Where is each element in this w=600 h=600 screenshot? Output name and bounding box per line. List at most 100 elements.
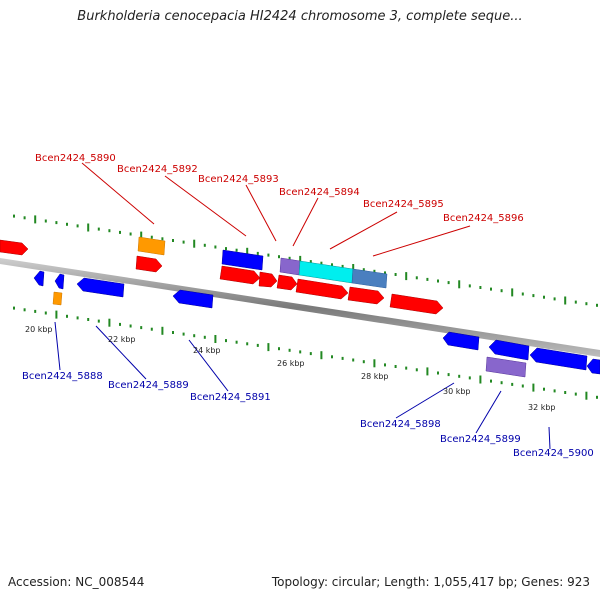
- minor-tick: [543, 387, 545, 391]
- minor-tick: [66, 314, 68, 318]
- minor-tick: [76, 224, 79, 228]
- major-tick: [458, 280, 461, 289]
- minor-tick: [341, 264, 344, 268]
- gene-orange[interactable]: [137, 236, 166, 256]
- minor-tick: [585, 302, 588, 306]
- gene-forward[interactable]: [389, 293, 444, 315]
- gene-reverse[interactable]: [488, 339, 530, 361]
- major-tick: [267, 343, 270, 352]
- minor-tick: [44, 311, 47, 315]
- gene-forward[interactable]: [347, 286, 385, 305]
- gene-reverse[interactable]: [442, 331, 480, 351]
- scale-label: 20 kbp: [25, 325, 53, 334]
- minor-tick: [172, 239, 174, 242]
- gene-forward[interactable]: [0, 239, 29, 256]
- minor-tick: [256, 343, 259, 347]
- minor-tick: [129, 324, 132, 328]
- gene-purple[interactable]: [485, 356, 527, 378]
- gene-reverse[interactable]: [221, 249, 264, 271]
- minor-tick: [362, 360, 365, 364]
- gene-forward[interactable]: [219, 265, 261, 285]
- major-tick: [87, 223, 90, 232]
- minor-tick: [288, 348, 291, 352]
- gene-reverse[interactable]: [33, 270, 45, 287]
- minor-tick: [182, 240, 185, 244]
- major-tick: [34, 215, 37, 224]
- gene-label[interactable]: Bcen2424_5896: [443, 213, 524, 224]
- minor-tick: [596, 303, 598, 307]
- major-tick: [161, 326, 164, 335]
- gene-reverse[interactable]: [172, 289, 214, 309]
- major-tick: [193, 239, 196, 248]
- gene-reverse[interactable]: [529, 347, 588, 371]
- gene-label[interactable]: Bcen2424_5892: [117, 164, 198, 175]
- minor-tick: [309, 260, 312, 264]
- minor-tick: [119, 230, 121, 234]
- minor-tick: [256, 251, 259, 255]
- minor-tick: [235, 248, 238, 252]
- gene-label[interactable]: Bcen2424_5889: [108, 380, 189, 391]
- summary-text: Topology: circular; Length: 1,055,417 bp…: [271, 575, 590, 589]
- minor-tick: [511, 382, 514, 386]
- gene-label[interactable]: Bcen2424_5894: [279, 187, 360, 198]
- minor-tick: [468, 376, 471, 380]
- scale-label: 24 kbp: [193, 346, 221, 355]
- gene-label[interactable]: Bcen2424_5895: [363, 199, 444, 210]
- minor-tick: [150, 235, 153, 239]
- minor-tick: [172, 331, 174, 334]
- gene-reverse[interactable]: [54, 273, 65, 290]
- minor-tick: [23, 216, 26, 220]
- gene-orange[interactable]: [52, 291, 63, 306]
- minor-tick: [44, 219, 47, 223]
- minor-tick: [278, 347, 280, 351]
- minor-tick: [373, 269, 376, 273]
- minor-tick: [97, 227, 100, 231]
- gene-forward[interactable]: [295, 278, 349, 300]
- minor-tick: [447, 281, 450, 285]
- minor-tick: [532, 294, 535, 298]
- minor-tick: [553, 389, 556, 393]
- minor-tick: [352, 358, 355, 362]
- gene-purple[interactable]: [279, 257, 301, 276]
- minor-tick: [13, 214, 15, 218]
- gene-label[interactable]: Bcen2424_5893: [198, 174, 279, 185]
- gene-label[interactable]: Bcen2424_5899: [440, 434, 521, 445]
- gene-reverse[interactable]: [586, 358, 600, 375]
- gene-forward[interactable]: [135, 255, 163, 273]
- minor-tick: [23, 308, 26, 312]
- scale-label: 22 kbp: [108, 335, 136, 344]
- gene-label[interactable]: Bcen2424_5898: [360, 419, 441, 430]
- gene-label[interactable]: Bcen2424_5900: [513, 448, 594, 459]
- gene-label[interactable]: Bcen2424_5888: [22, 371, 103, 382]
- minor-tick: [362, 268, 365, 272]
- minor-tick: [288, 256, 291, 260]
- gene-label[interactable]: Bcen2424_5890: [35, 153, 116, 164]
- minor-tick: [415, 276, 418, 280]
- minor-tick: [34, 309, 37, 313]
- gene-forward[interactable]: [276, 274, 298, 291]
- minor-tick: [150, 327, 153, 331]
- minor-tick: [55, 221, 58, 225]
- gene-cyan[interactable]: [298, 260, 354, 284]
- scale-label: 26 kbp: [277, 359, 305, 368]
- reverse-gene-labels: Bcen2424_5888 Bcen2424_5889 Bcen2424_589…: [22, 371, 594, 459]
- minor-tick: [331, 263, 333, 267]
- major-tick: [564, 296, 567, 305]
- gene-reverse[interactable]: [76, 277, 125, 298]
- minor-tick: [458, 374, 461, 378]
- minor-tick: [447, 373, 450, 377]
- forward-label-connectors: [81, 162, 471, 257]
- scale-labels: 20 kbp 22 kbp 24 kbp 26 kbp 28 kbp 30 kb…: [25, 325, 556, 412]
- minor-tick: [543, 295, 545, 299]
- minor-tick: [203, 335, 206, 339]
- minor-tick: [140, 326, 143, 330]
- gene-label[interactable]: Bcen2424_5891: [190, 392, 271, 403]
- gene-track: [0, 236, 600, 378]
- gene-forward[interactable]: [258, 271, 278, 288]
- minor-tick: [87, 318, 90, 321]
- minor-tick: [596, 395, 598, 399]
- minor-tick: [341, 356, 344, 360]
- minor-tick: [405, 366, 408, 370]
- minor-tick: [129, 232, 132, 236]
- gene-steelblue[interactable]: [351, 268, 388, 289]
